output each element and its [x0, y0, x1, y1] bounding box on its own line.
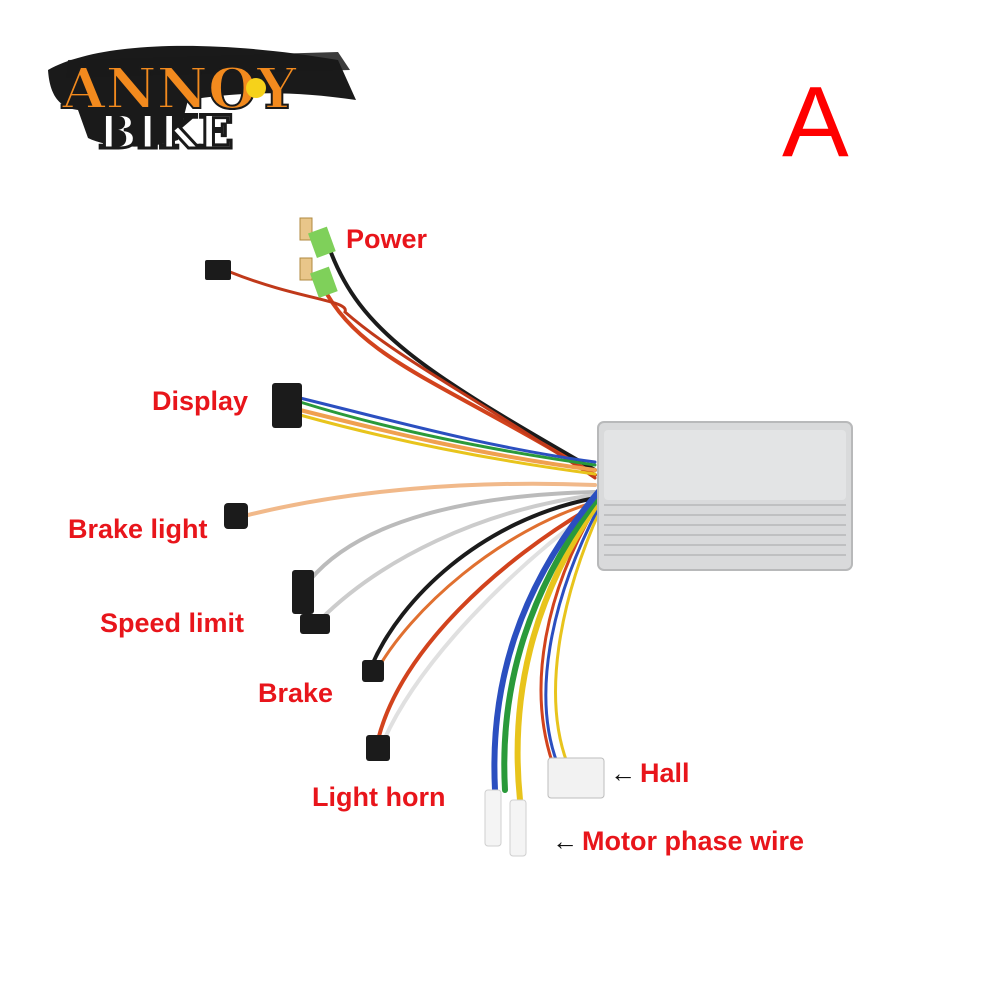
arrow-left-icon: ← — [552, 826, 578, 856]
speed-limit-connector-1 — [292, 570, 314, 614]
brake-connector — [362, 660, 384, 682]
phase-wire-blue — [491, 487, 603, 793]
speed-limit-connector-2 — [300, 614, 330, 634]
power-wire-black — [328, 248, 597, 472]
annoy-bike-logo: ANNOY BIKE — [48, 45, 356, 160]
display-wire-orange — [298, 408, 597, 472]
speed-limit-wire-2 — [318, 493, 597, 622]
power-terminal-1-sleeve — [308, 226, 336, 258]
phase-wire-green — [501, 492, 603, 793]
label-brake-light: Brake light — [68, 514, 208, 544]
label-display: Display — [152, 386, 249, 416]
label-hall: Hall — [640, 758, 690, 788]
phase-terminal-2 — [509, 799, 527, 857]
display-connector — [272, 383, 302, 428]
phase-terminal-1 — [484, 789, 502, 847]
logo-gear-icon — [246, 78, 266, 98]
key-connector — [205, 260, 231, 280]
label-hall-row: ←Hall — [610, 758, 690, 789]
hall-wire-blue — [544, 503, 602, 772]
power-terminal-2 — [299, 257, 313, 281]
phase-wire-yellow — [514, 497, 603, 803]
controller-body — [597, 421, 853, 571]
label-power: Power — [346, 224, 428, 254]
brake-light-wire — [246, 481, 597, 517]
label-speed-limit: Speed limit — [100, 608, 245, 638]
hall-wire-yellow — [554, 508, 602, 772]
key-wire — [228, 270, 597, 480]
brake-wire-black — [370, 496, 597, 667]
display-wire-green — [298, 400, 597, 467]
light-horn-wire-red — [376, 503, 597, 742]
label-motor-phase-row: ←Motor phase wire — [552, 826, 804, 857]
brake-light-connector — [224, 503, 248, 529]
display-wire-blue — [298, 396, 597, 464]
label-light-horn: Light horn — [312, 782, 446, 812]
logo-line2: BIKE — [98, 105, 233, 159]
hall-connector — [547, 757, 605, 799]
display-wire-yellow — [298, 413, 597, 476]
speed-limit-wire — [308, 490, 597, 582]
arrow-left-icon: ← — [610, 758, 636, 788]
power-terminal-2-sleeve — [310, 266, 338, 298]
light-horn-connector — [366, 735, 390, 761]
light-horn-wire-white — [382, 506, 597, 742]
brake-wire-orange — [374, 500, 597, 674]
variant-letter: A — [782, 66, 849, 178]
label-brake: Brake — [258, 678, 334, 708]
label-motor-phase-wire: Motor phase wire — [582, 826, 805, 856]
